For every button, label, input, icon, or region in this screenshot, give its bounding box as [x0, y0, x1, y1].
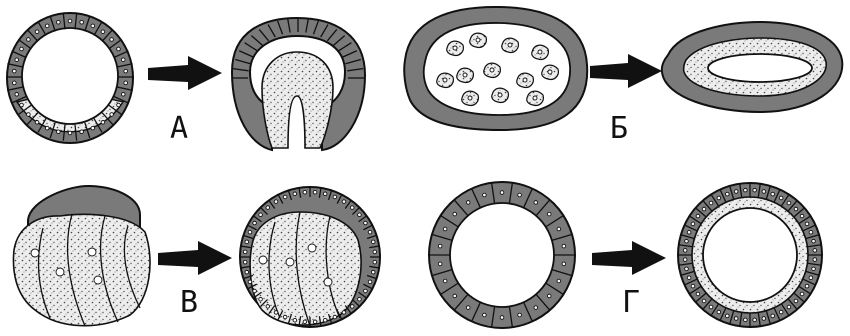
panel-b-gastrula: [662, 22, 843, 112]
panel-a-blastula: [6, 13, 134, 143]
panel-g-blastula: [429, 182, 575, 328]
panel-v-blastula: [13, 186, 150, 326]
panel-a-arrow-icon: [148, 56, 222, 90]
panel-g-gastrula: [678, 183, 822, 327]
panel-v-arrow-icon: [158, 241, 232, 275]
panel-b-arrow-icon: [590, 54, 662, 88]
panel-b-label: Б: [610, 111, 628, 146]
panel-v-label: В: [180, 285, 198, 320]
panel-g: Г: [429, 182, 822, 328]
panel-a-label: А: [170, 111, 188, 146]
panel-b: Б: [404, 7, 842, 146]
panel-g-arrow-icon: [592, 241, 666, 275]
panel-a-gastrula: [232, 18, 365, 150]
panel-b-blastula: [404, 7, 587, 130]
panel-a: А: [6, 13, 365, 150]
panel-g-label: Г: [622, 285, 640, 320]
panel-v-gastrula: [240, 187, 380, 327]
panel-v: В: [13, 186, 380, 327]
